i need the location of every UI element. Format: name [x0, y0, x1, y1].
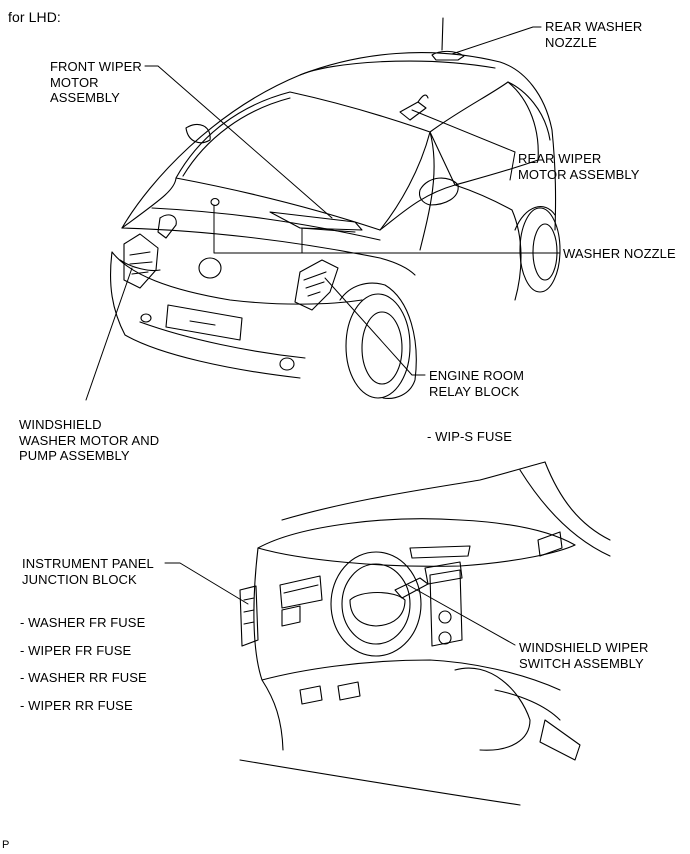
- footer-mark: P: [2, 839, 10, 851]
- wiper-rr-fuse-label: - WIPER RR FUSE: [20, 698, 133, 713]
- wip-s-fuse-label: - WIP-S FUSE: [427, 429, 512, 444]
- washer-fr-fuse-label: - WASHER FR FUSE: [20, 615, 146, 630]
- interior-drawing: [239, 461, 611, 806]
- windshield-wiper-switch-label: WINDSHIELD WIPER SWITCH ASSEMBLY: [519, 640, 649, 671]
- rear-wiper-motor-label: REAR WIPER MOTOR ASSEMBLY: [518, 151, 640, 182]
- washer-rr-fuse-label: - WASHER RR FUSE: [20, 670, 147, 685]
- front-wiper-motor-label: FRONT WIPER MOTOR ASSEMBLY: [50, 59, 142, 105]
- wiper-fr-fuse-label: - WIPER FR FUSE: [20, 643, 132, 658]
- washer-nozzle-label: WASHER NOZZLE: [563, 246, 676, 261]
- instrument-panel-junction-block-label: INSTRUMENT PANEL JUNCTION BLOCK: [22, 556, 154, 587]
- windshield-washer-motor-label: WINDSHIELD WASHER MOTOR AND PUMP ASSEMBL…: [19, 417, 160, 463]
- rear-washer-nozzle-label: REAR WASHER NOZZLE: [545, 19, 643, 50]
- car-drawing: [110, 17, 561, 399]
- variant-heading: for LHD:: [8, 9, 61, 25]
- engine-room-relay-block-label: ENGINE ROOM RELAY BLOCK: [429, 368, 524, 399]
- leader-lines: [85, 26, 561, 646]
